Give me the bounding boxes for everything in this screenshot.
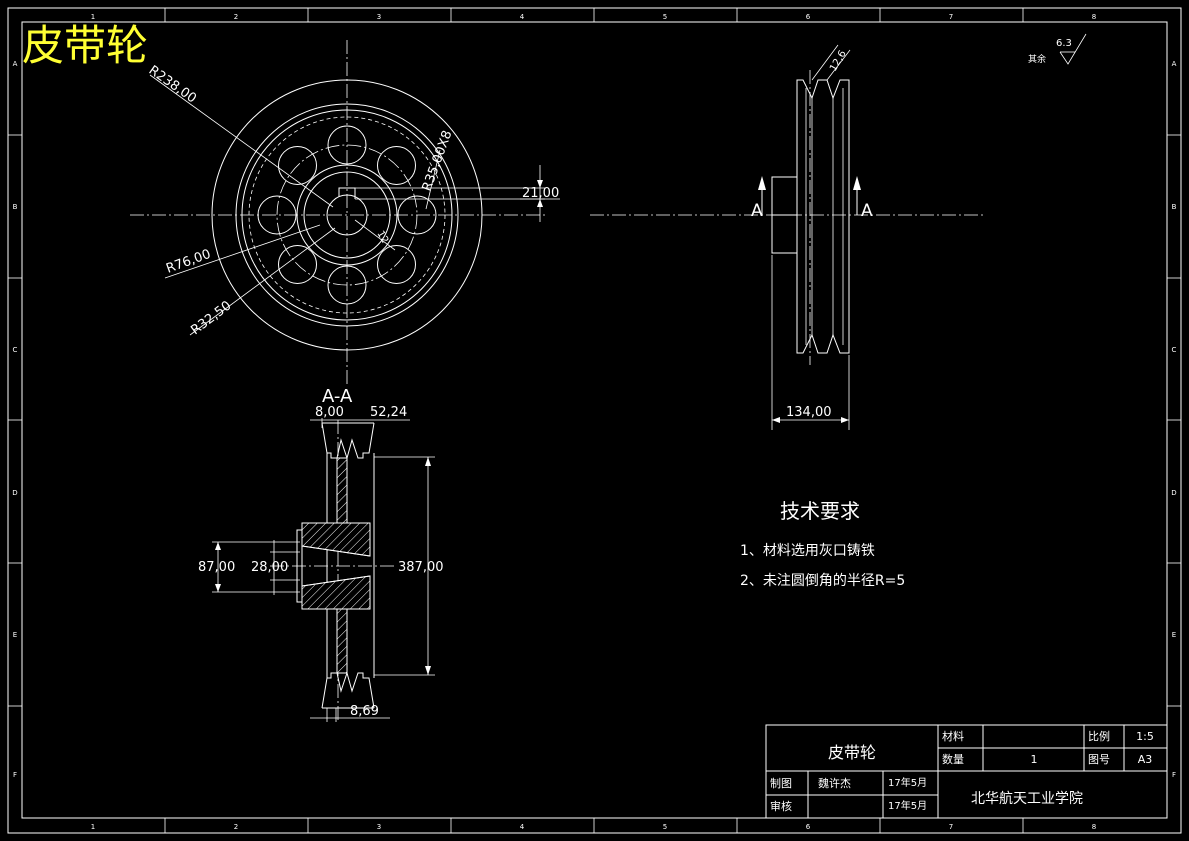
- zone-top-7: 7: [949, 13, 953, 21]
- dim-r238: R238,00: [146, 63, 199, 107]
- zone-bottom-7: 7: [949, 823, 953, 831]
- tb-check-label: 审核: [770, 799, 792, 813]
- view-mark-left: A: [751, 201, 763, 221]
- tech-requirements: 技术要求 1、材料选用灰口铸铁 2、未注圆倒角的半径R=5: [740, 499, 905, 589]
- tb-drawn-date: 17年5月: [888, 776, 927, 789]
- zone-right-b: B: [1172, 203, 1177, 211]
- dim-21: 21,00: [522, 186, 559, 201]
- zone-right-a: A: [1172, 60, 1177, 68]
- dim-r32: R32,50: [188, 298, 234, 338]
- dim-r76: R76,00: [164, 247, 213, 277]
- drawing-title: 皮带轮: [22, 21, 148, 70]
- zone-bottom-5: 5: [663, 823, 667, 831]
- tb-drawn-label: 制图: [770, 777, 792, 790]
- roughness-symbol: 6.3 其余: [1028, 33, 1087, 65]
- tb-sheet-label: 图号: [1088, 753, 1110, 766]
- dim-387: 387,00: [398, 560, 444, 575]
- front-view: 21,00 R238,00 R35,00X8 R76,00 R32,50 12: [130, 40, 560, 385]
- dim-134: 134,00: [786, 405, 832, 420]
- tb-part-name: 皮带轮: [828, 743, 876, 762]
- tb-qty-value: 1: [1031, 753, 1038, 766]
- dim-28: 28,00: [251, 560, 288, 575]
- tb-sheet-value: A3: [1138, 753, 1153, 766]
- tb-scale-value: 1:5: [1136, 730, 1154, 743]
- tb-check-date: 17年5月: [888, 799, 927, 812]
- roughness-value: 6.3: [1056, 38, 1072, 49]
- bolt-holes: [257, 125, 437, 305]
- title-block: 皮带轮 材料 比例 1:5 数量 1 图号 A3 制图 魏许杰 17年5月 审核…: [765, 724, 1168, 819]
- dim-8-69: 8,69: [350, 704, 379, 719]
- tb-qty-label: 数量: [942, 753, 964, 766]
- zone-right-e: E: [1172, 631, 1176, 639]
- zone-right-d: D: [1171, 489, 1176, 497]
- tech-item-2: 2、未注圆倒角的半径R=5: [740, 573, 905, 589]
- tb-scale-label: 比例: [1088, 729, 1110, 743]
- tb-material-label: 材料: [942, 729, 964, 743]
- dim-12-6: 12,6: [828, 49, 849, 74]
- zone-bottom-2: 2: [234, 823, 238, 831]
- tb-drawn-by: 魏许杰: [818, 776, 851, 790]
- zone-top-5: 5: [663, 13, 667, 21]
- view-mark-right: A: [861, 201, 873, 221]
- zone-left-f: F: [13, 771, 17, 779]
- zone-top-6: 6: [806, 13, 811, 21]
- zone-left-c: C: [13, 346, 18, 354]
- zone-right-f: F: [1172, 771, 1176, 779]
- zone-right-c: C: [1172, 346, 1177, 354]
- section-a-a: A-A 8,00 52,24 387,00: [198, 386, 444, 722]
- zone-bottom-3: 3: [377, 823, 381, 831]
- zone-left-a: A: [13, 60, 18, 68]
- zone-top-1: 1: [91, 13, 95, 21]
- zone-left-d: D: [12, 489, 17, 497]
- zone-bottom-8: 8: [1092, 823, 1096, 831]
- zone-left-e: E: [13, 631, 17, 639]
- zone-labels: 1 2 3 4 5 6 7 8 1 2 3 4 5 6 7 8 A B C D …: [12, 13, 1176, 831]
- zone-top-3: 3: [377, 13, 381, 21]
- zone-bottom-1: 1: [91, 823, 95, 831]
- dim-r35: R35,00X8: [420, 129, 456, 194]
- zone-top-2: 2: [234, 13, 238, 21]
- drawing-frame: 1 2 3 4 5 6 7 8 1 2 3 4 5 6 7 8 A B C D …: [7, 7, 1182, 834]
- zone-bottom-6: 6: [806, 823, 811, 831]
- dim-52: 52,24: [370, 405, 407, 420]
- tb-school: 北华航天工业学院: [971, 791, 1083, 807]
- section-label: A-A: [322, 386, 353, 407]
- dim-87: 87,00: [198, 560, 235, 575]
- roughness-label: 其余: [1028, 53, 1046, 65]
- tech-item-1: 1、材料选用灰口铸铁: [740, 543, 875, 559]
- tech-heading: 技术要求: [780, 499, 860, 523]
- side-view: A A 134,00 12,6: [590, 44, 985, 430]
- zone-top-8: 8: [1092, 13, 1096, 21]
- zone-ticks: [8, 8, 1181, 833]
- zone-bottom-4: 4: [520, 823, 525, 831]
- dim-8: 8,00: [315, 405, 344, 420]
- zone-top-4: 4: [520, 13, 525, 21]
- zone-left-b: B: [13, 203, 18, 211]
